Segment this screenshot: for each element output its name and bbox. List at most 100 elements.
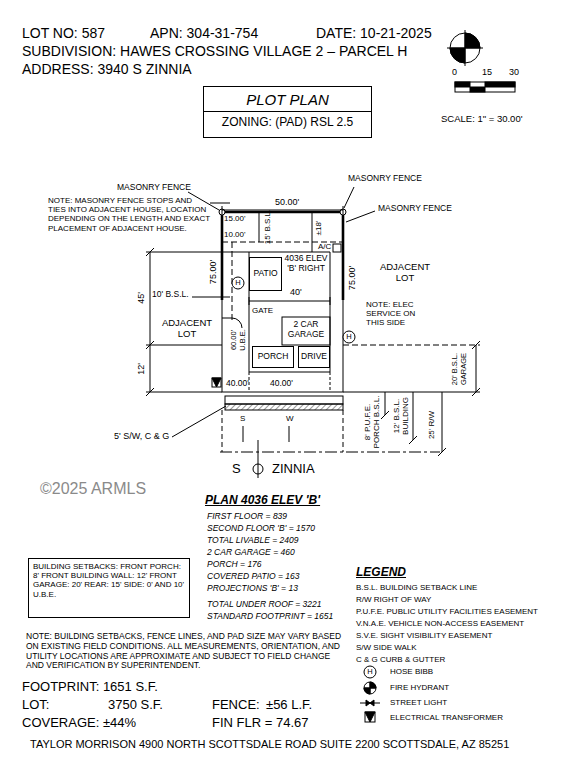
plan-label: 75.00' <box>208 260 218 284</box>
drawing-path <box>370 682 376 688</box>
drawing-line <box>370 682 371 694</box>
drawing-path <box>365 712 375 722</box>
drawing-line <box>146 388 154 396</box>
node-text: PORCH <box>258 352 289 362</box>
drawing-line <box>346 211 375 222</box>
drawing-circle <box>450 33 480 63</box>
drawing-line <box>330 372 331 392</box>
hose-bibb: H <box>367 668 372 677</box>
plan-label: 50.00' <box>275 197 299 207</box>
plan-label: 40.00' <box>226 379 249 389</box>
drawing-rect <box>365 712 375 722</box>
legend-text: ELECTRICAL TRANSFORMER <box>390 713 503 722</box>
legend-text: B.S.L. BUILDING SETBACK LINE <box>356 583 477 592</box>
drawing-line <box>343 206 344 214</box>
plan-label: FIRST FLOOR = 839 <box>207 512 287 522</box>
title-box: PLOT PLANZONING: (PAD) RSL 2.5 <box>203 86 372 138</box>
drawing-line <box>343 345 480 346</box>
drawing-line <box>249 301 330 302</box>
plan-label: 2 CAR GARAGE = 460 <box>207 548 295 558</box>
plan-label: 40' <box>290 287 302 297</box>
legend-text: V.N.A.E. VEHICLE NON-ACCESS EASEMENT <box>356 619 524 628</box>
plan-label: 15 <box>482 67 492 77</box>
node-text: 4036 ELEV 'B' RIGHT <box>282 254 330 274</box>
plan-label: 3750 S.F. <box>108 698 163 713</box>
plan-label: SUBDIVISION: HAWES CROSSING VILLAGE 2 – … <box>22 43 407 59</box>
drawing-line <box>150 252 151 392</box>
drawing-line <box>476 345 477 392</box>
drawing-line <box>343 410 344 452</box>
drawing-line <box>146 392 222 393</box>
setbacks-box: BUILDING SETBACKS: FRONT PORCH: 8' FRONT… <box>28 558 190 618</box>
drawing-line <box>243 426 244 442</box>
plan-label: MASONRY FENCE <box>348 174 422 184</box>
drawing-circle <box>253 464 263 474</box>
drawing-line <box>343 392 480 393</box>
plan-label: 8' P.U.F.E. PORCH B.S.L. <box>363 394 381 450</box>
hose-bibb: H <box>235 279 240 288</box>
drawing-line <box>222 410 223 452</box>
plan-label: MASONRY FENCE <box>378 204 452 214</box>
drawing-rect <box>225 396 343 404</box>
plan-label: W <box>286 414 294 423</box>
drawing-line <box>289 426 290 442</box>
legend-text: STREET LIGHT <box>390 698 447 707</box>
plan-label: TOTAL LIVABLE = 2409 <box>207 536 298 546</box>
drawing-line <box>385 392 386 415</box>
drawing-rect <box>470 87 485 92</box>
drawing-line <box>222 210 343 211</box>
plan-label: GATE <box>252 306 273 315</box>
plan-label: NOTE: BUILDING SETBACKS, FENCE LINES, AN… <box>26 632 346 671</box>
node-text: ZONING: (PAD) RSL 2.5 <box>204 111 371 134</box>
drawing-line <box>258 440 259 478</box>
drawing-rect <box>212 378 221 387</box>
plan-label: STANDARD FOOTPRINT = 1651 <box>207 612 333 622</box>
legend-text: S/W SIDE WALK <box>356 643 417 652</box>
drawing-line <box>220 452 440 453</box>
drawing-line <box>409 436 417 444</box>
drawing-path <box>364 688 370 694</box>
plan-label: 15' B.S.L. <box>263 210 272 244</box>
plan-label: S <box>240 414 245 423</box>
plan-label: TOTAL UNDER ROOF = 3221 <box>207 600 321 610</box>
plan-label: A/C <box>318 242 331 251</box>
drawing-line <box>413 392 414 440</box>
drawing-line <box>472 341 480 349</box>
drawing-line <box>146 248 154 256</box>
drawing-path <box>222 318 242 328</box>
plan-label: FOOTPRINT: 1651 S.F. <box>22 680 158 695</box>
drawing-path <box>450 48 465 63</box>
drawing-g <box>146 30 515 722</box>
legend-text: FIRE HYDRANT <box>390 683 449 692</box>
plan-label: LOT: <box>22 698 49 713</box>
legend-text: HOSE BIBB <box>390 667 433 676</box>
legend-text: C & G CURB & GUTTER <box>356 655 445 664</box>
plan-label: COVERED PATIO = 163 <box>207 572 300 582</box>
plan-label: NOTE: ELEC SERVICE ON THIS SIDE <box>366 300 430 328</box>
legend-text: P.U.F.E. PUBLIC UTILITY FACILITIES EASEM… <box>356 607 538 616</box>
plan-label: S <box>232 462 241 477</box>
patio-box: PATIO <box>249 257 282 291</box>
drawing-line <box>249 297 250 305</box>
drawing-line <box>210 203 230 204</box>
plan-label: 75.00' <box>347 266 357 290</box>
node-text: DRIVE <box>301 352 327 362</box>
plan-label: 12' B.S.L. BUILDING <box>392 395 410 437</box>
plan-label: PORCH = 176 <box>207 560 262 570</box>
drawing-rect <box>222 212 343 392</box>
drawing-line <box>312 212 313 252</box>
drawing-line <box>146 341 154 349</box>
drawing-line <box>146 345 222 346</box>
plan-label: 25' R/W <box>427 411 436 439</box>
drawing-path <box>212 378 221 387</box>
plan-label: ADJACENT LOT <box>370 262 440 284</box>
plan-label: APN: 304-31-754 <box>150 25 258 41</box>
plan-label: LOT NO: 587 <box>22 25 105 41</box>
plan-label: SCALE: 1" = 30.00' <box>441 114 523 125</box>
porch-box: PORCH <box>252 346 294 368</box>
drawing-circle <box>232 277 244 289</box>
drawing-line <box>381 411 389 419</box>
drawing-line <box>442 392 443 452</box>
plan-label: 10.00' <box>224 230 246 239</box>
drawing-circle <box>364 666 376 678</box>
